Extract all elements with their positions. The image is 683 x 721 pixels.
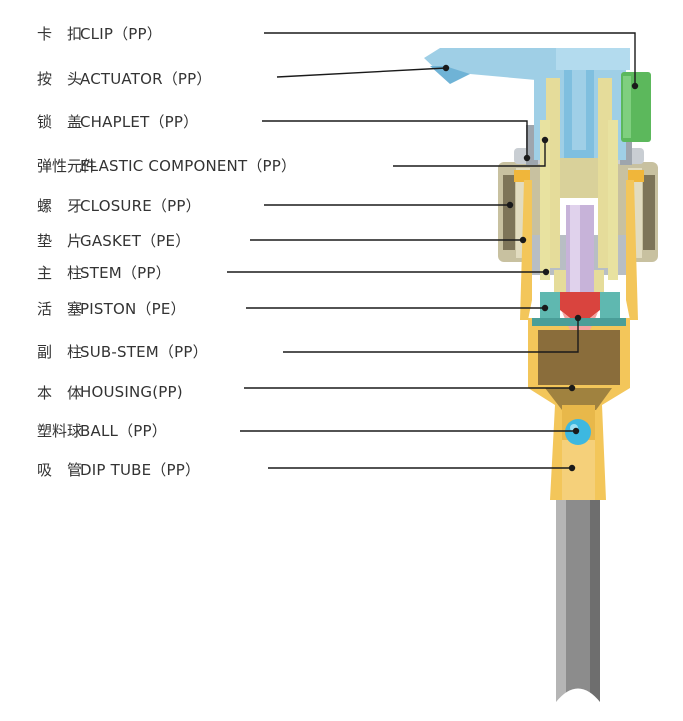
label-zh: 副 柱 [37, 342, 83, 361]
label-housing: 本 体 HOUSING(PP) [0, 380, 183, 404]
label-en: ELASTIC COMPONENT（PP） [80, 156, 297, 175]
leader-dot-chaplet [523, 154, 531, 162]
label-zh: 活 塞 [37, 299, 83, 318]
label-stem: 主 柱 STEM（PP） [0, 260, 171, 284]
label-en: ACTUATOR（PP） [80, 69, 212, 88]
label-zh: 垫 片 [37, 231, 83, 250]
leader-chaplet [262, 120, 528, 158]
piston [532, 292, 626, 330]
leader-dot-ball [572, 427, 580, 435]
label-zh: 主 柱 [37, 263, 83, 282]
label-zh: 锁 盖 [37, 112, 83, 131]
label-chaplet: 锁 盖 CHAPLET（PP） [0, 109, 198, 133]
label-substem: 副 柱 SUB-STEM（PP） [0, 339, 208, 363]
label-zh: 本 体 [37, 383, 83, 402]
leader-actuator [276, 67, 447, 78]
leader-dot-closure [506, 201, 514, 209]
leader-dot-actuator [442, 64, 450, 72]
label-en: CLIP（PP） [80, 24, 162, 43]
label-en: HOUSING(PP) [80, 383, 183, 401]
leader-dot-stem [542, 268, 550, 276]
leader-dot-piston [541, 304, 549, 312]
label-zh: 弹性元件 [37, 156, 98, 175]
label-en: DIP TUBE（PP） [80, 460, 201, 479]
label-en: CHAPLET（PP） [80, 112, 199, 131]
leader-dot-diptube [568, 464, 576, 472]
label-en: SUB-STEM（PP） [80, 342, 208, 361]
clip [621, 72, 651, 142]
elastic-component [540, 120, 618, 280]
label-en: BALL（PP） [80, 421, 167, 440]
leader-dot-elastic [541, 136, 549, 144]
label-zh: 吸 管 [37, 460, 83, 479]
label-piston: 活 塞 PISTON（PE） [0, 296, 186, 320]
leader-dot-gasket [519, 236, 527, 244]
label-en: CLOSURE（PP） [80, 196, 201, 215]
leader-elastic [393, 140, 546, 167]
sub-stem [566, 205, 594, 300]
leader-lines [227, 32, 639, 472]
label-zh: 塑料球 [37, 421, 83, 440]
label-gasket: 垫 片 GASKET（PE） [0, 228, 190, 252]
label-en: STEM（PP） [80, 263, 171, 282]
housing-shell [528, 318, 630, 500]
leader-dot-housing [568, 384, 576, 392]
leader-dot-substem [574, 314, 582, 322]
label-closure: 螺 牙 CLOSURE（PP） [0, 193, 201, 217]
leader-substem [283, 318, 579, 353]
label-zh: 螺 牙 [37, 196, 83, 215]
label-en: PISTON（PE） [80, 299, 186, 318]
label-diptube: 吸 管 DIP TUBE（PP） [0, 457, 200, 481]
leader-clip [264, 32, 636, 86]
label-zh: 按 头 [37, 69, 83, 88]
label-actuator: 按 头 ACTUATOR（PP） [0, 66, 212, 90]
label-ball: 塑料球 BALL（PP） [0, 418, 167, 442]
label-clip: 卡 扣 CLIP（PP） [0, 21, 162, 45]
label-elastic: 弹性元件 ELASTIC COMPONENT（PP） [0, 153, 296, 177]
label-en: GASKET（PE） [80, 231, 191, 250]
label-zh: 卡 扣 [37, 24, 83, 43]
leader-dot-clip [631, 82, 639, 90]
gasket [514, 170, 644, 320]
